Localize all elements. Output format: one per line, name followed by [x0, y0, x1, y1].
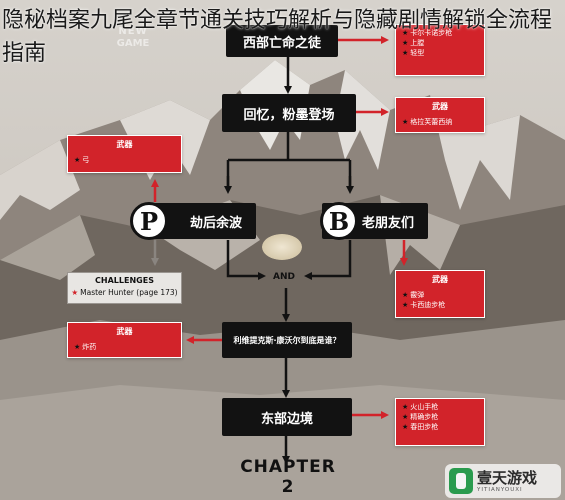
red-box-left-upper: 武器 ★弓: [67, 135, 182, 173]
challenges-header: CHALLENGES: [95, 276, 154, 285]
challenges-item: ★Master Hunter (page 173): [71, 288, 178, 297]
yitian-watermark: 壹天游戏 YITIANYOUXI: [445, 464, 561, 498]
red-item: ★格拉芙蕾西纳: [402, 118, 453, 126]
star-icon: ★: [402, 301, 409, 309]
red-item: ★轻型: [402, 49, 425, 57]
node-west-outlaw: 西部亡命之徒: [226, 25, 338, 57]
star-icon: ★: [402, 39, 409, 47]
red-box-header: 武器: [116, 140, 133, 149]
red-box-old-friends: 武器 ★霰弹 ★卡西迪步枪: [395, 270, 485, 318]
star-icon: ★: [74, 343, 81, 351]
new-game-logo: NEW GAME: [104, 26, 162, 70]
chapter-2-label: CHAPTER 2: [240, 457, 336, 497]
star-icon: ★: [71, 288, 79, 297]
star-icon: ★: [402, 29, 409, 37]
page-title: 隐秘档案九尾全章节通关技巧解析与隐藏剧情解锁全流程指南: [2, 8, 553, 66]
red-item: ★炸药: [74, 343, 97, 351]
arrow-b-to-and: [304, 240, 352, 280]
watermark-name: 壹天游戏: [477, 469, 538, 487]
node-who-is-leviticus: 利维提克斯·康沃尔到底是谁？: [222, 322, 352, 358]
red-item: ★弓: [74, 156, 90, 164]
logo-line-1: NEW: [118, 26, 148, 37]
red-item: ★卡西迪步枪: [402, 301, 446, 309]
star-icon: ★: [402, 403, 409, 411]
red-box-east: ★火山手枪 ★精确步枪 ★春田步枪: [395, 398, 485, 446]
star-icon: ★: [402, 49, 409, 57]
node-memories: 回忆，粉墨登场: [222, 94, 356, 132]
yitian-logo-icon: [449, 468, 473, 494]
red-item: ★上膛: [402, 39, 425, 47]
arrow-memories-split: [226, 132, 352, 188]
star-icon: ★: [402, 291, 409, 299]
plate-decoration: [262, 234, 302, 260]
red-box-top-right: ★卡尔卡诺步枪 ★上膛 ★轻型: [395, 24, 485, 76]
red-box-header: 武器: [432, 102, 448, 111]
star-icon: ★: [402, 118, 409, 126]
red-box-header: 武器: [116, 327, 133, 336]
red-item: ★春田步枪: [402, 423, 439, 431]
challenges-box: CHALLENGES ★Master Hunter (page 173): [67, 272, 182, 304]
watermark-sub: YITIANYOUXI: [477, 487, 523, 493]
arrow-p-to-and: [226, 240, 266, 280]
star-icon: ★: [402, 423, 409, 431]
red-item: ★霰弹: [402, 291, 425, 299]
star-icon: ★: [74, 156, 81, 164]
badge-p-icon: P: [130, 202, 168, 240]
red-box-memories: 武器 ★格拉芙蕾西纳: [395, 97, 485, 133]
and-label: AND: [273, 272, 295, 282]
badge-b-icon: B: [320, 202, 358, 240]
node-eastern-border: 东部边境: [222, 398, 352, 436]
star-icon: ★: [402, 413, 409, 421]
red-item: ★火山手枪: [402, 403, 439, 411]
red-item: ★精确步枪: [402, 413, 439, 421]
logo-line-2: GAME: [116, 38, 150, 49]
red-item: ★卡尔卡诺步枪: [402, 29, 453, 37]
red-box-left-lower: 武器 ★炸药: [67, 322, 182, 358]
red-box-header: 武器: [432, 275, 448, 284]
